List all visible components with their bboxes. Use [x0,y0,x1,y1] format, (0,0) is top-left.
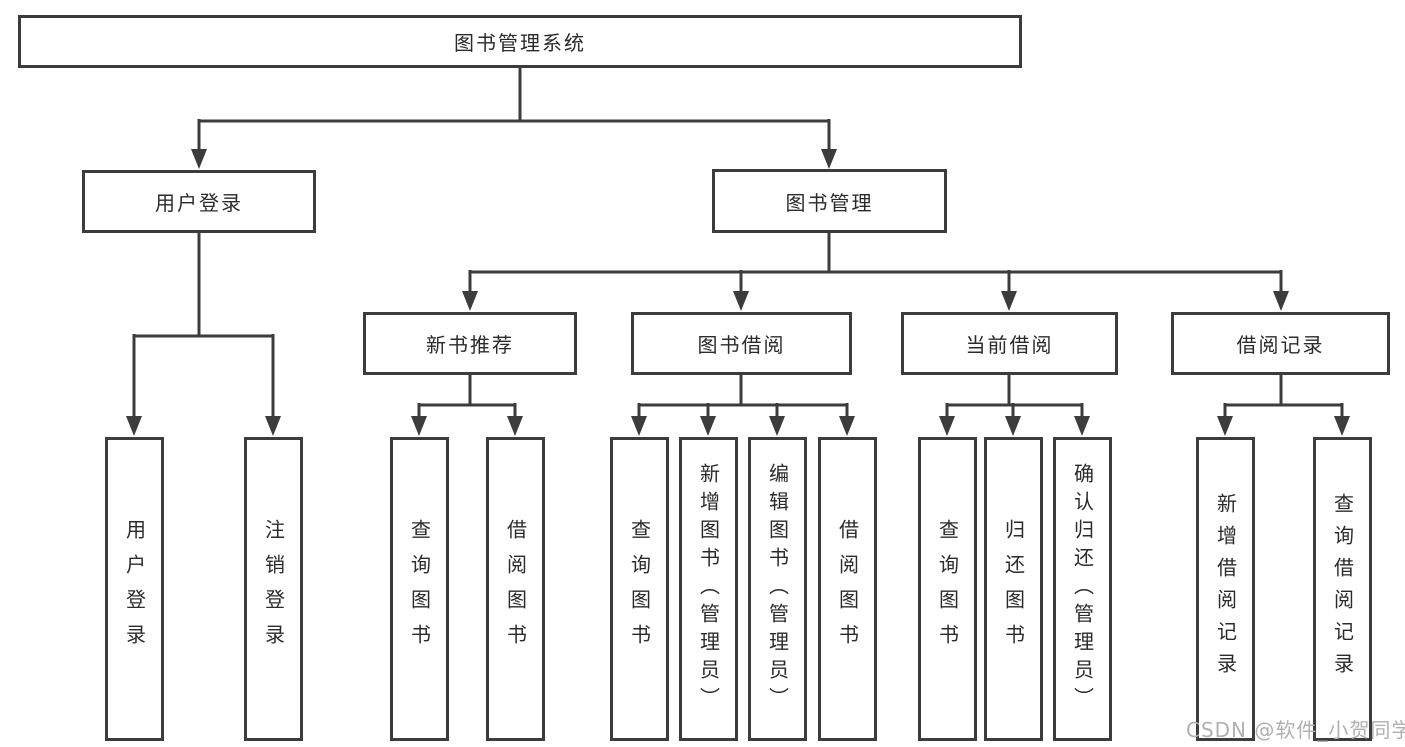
leaf-add-borrow-record: 新增借阅记录 [1196,437,1255,741]
leaf-label: 归还图书 [1001,519,1026,659]
leaf-label: 查询图书 [407,519,432,659]
node-new-book-recommend: 新书推荐 [363,312,577,375]
leaf-edit-book-admin: 编辑图书（管理员） [748,437,807,741]
leaf-label: 用户登录 [122,519,147,659]
node-library-system: 图书管理系统 [18,15,1022,68]
leaf-label: 新增借阅记录 [1213,493,1238,685]
leaf-confirm-return-admin: 确认归还（管理员） [1053,437,1112,741]
leaf-query-borrow-record: 查询借阅记录 [1313,437,1372,741]
leaf-query-books-borrow: 查询图书 [610,437,669,741]
leaf-borrow-books-borrow: 借阅图书 [818,437,877,741]
node-book-management: 图书管理 [712,169,947,233]
leaf-logout: 注销登录 [244,437,303,741]
leaf-label: 查询图书 [935,519,960,659]
leaf-add-book-admin: 新增图书（管理员） [679,437,738,741]
leaf-return-books: 归还图书 [984,437,1043,741]
leaf-user-login: 用户登录 [105,437,164,741]
connector-paths [132,68,1344,420]
csdn-watermark: CSDN @软件_小贺同学 [1186,718,1405,742]
leaf-label: 借阅图书 [503,519,528,659]
leaf-label: 确认归还（管理员） [1070,463,1095,715]
leaf-label: 借阅图书 [835,519,860,659]
arrowheads [126,149,1350,436]
leaf-label: 注销登录 [261,519,286,659]
node-current-borrowing: 当前借阅 [901,312,1118,375]
leaf-label: 编辑图书（管理员） [765,463,790,715]
leaf-query-books-recommend: 查询图书 [390,437,449,741]
node-book-borrowing: 图书借阅 [631,312,852,375]
node-user-login: 用户登录 [82,170,316,233]
node-borrow-records: 借阅记录 [1171,312,1390,375]
leaf-borrow-books-recommend: 借阅图书 [486,437,545,741]
leaf-label: 新增图书（管理员） [696,463,721,715]
leaf-query-books-current: 查询图书 [918,437,977,741]
leaf-label: 查询图书 [627,519,652,659]
leaf-label: 查询借阅记录 [1330,493,1355,685]
